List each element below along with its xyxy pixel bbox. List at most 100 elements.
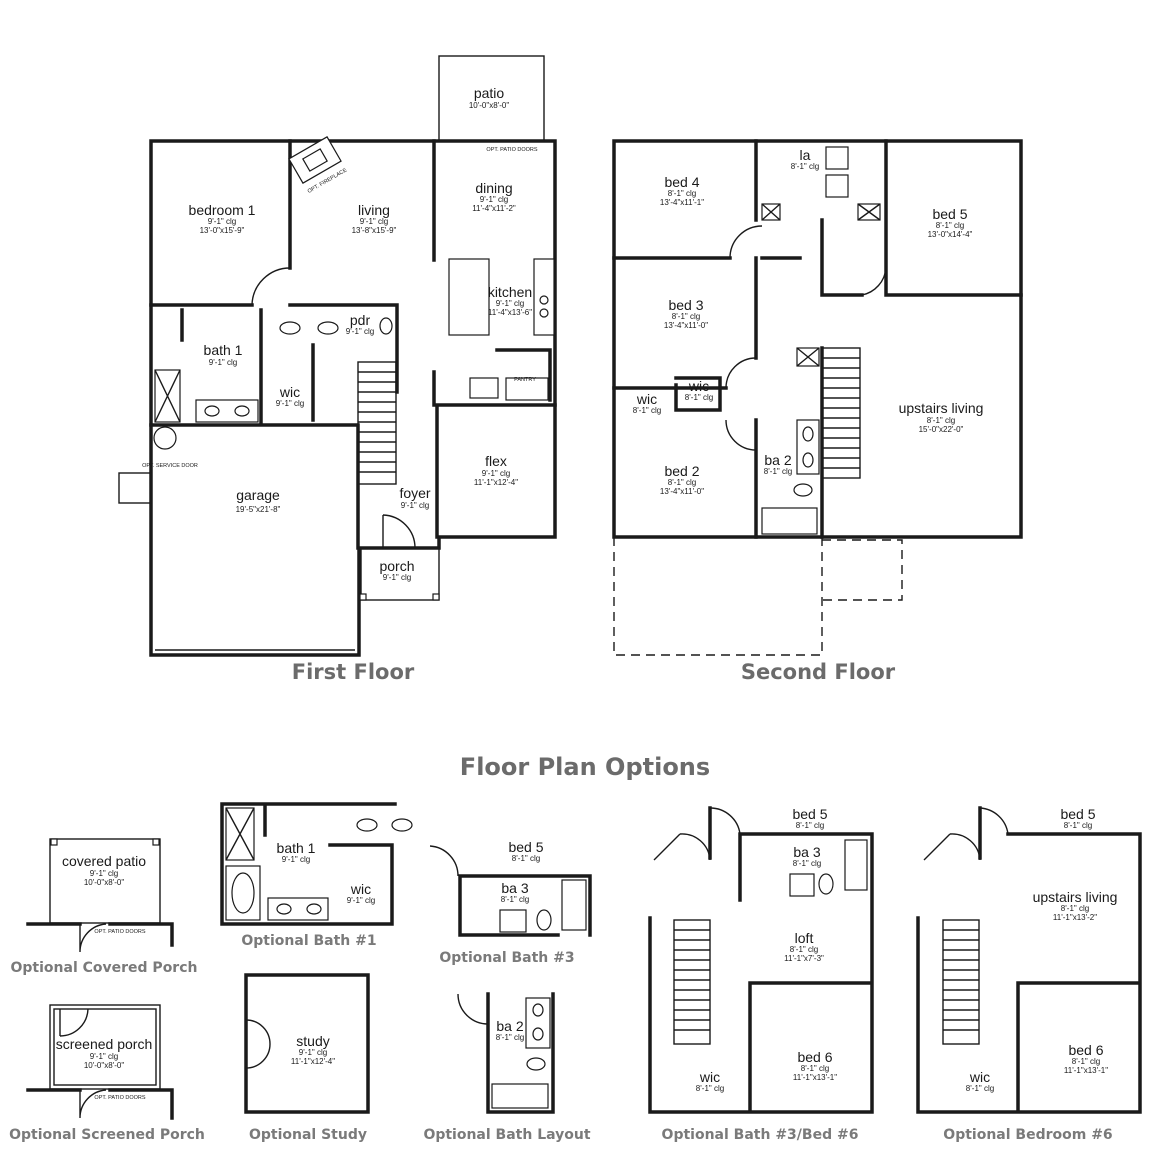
option-bedroom6-bed5-name: bed 5 xyxy=(1060,806,1095,822)
room-ceiling-flex: 9'-1" clg xyxy=(482,469,510,478)
toilet-icon xyxy=(279,321,301,335)
option-bath3-bed6-stairs xyxy=(673,919,711,1045)
room-ceiling-bath1: 9'-1" clg xyxy=(209,358,237,367)
pdr-sink-icon xyxy=(379,317,393,335)
option-bedroom6-upstairs-name: upstairs living xyxy=(1033,889,1118,905)
option-bedroom6-wic-ceiling: 8'-1" clg xyxy=(966,1084,994,1093)
room-name-wic: wic xyxy=(279,384,300,400)
screened-porch-size: 10'-0"x8'-0" xyxy=(84,1061,124,1070)
caption-optional-bath3-bed6: Optional Bath #3/Bed #6 xyxy=(662,1127,859,1143)
second-floor-stairs xyxy=(796,347,861,479)
room-size-dining: 11'-4"x11'-2" xyxy=(472,204,516,213)
ba2-tub xyxy=(761,507,818,535)
sink-icon xyxy=(234,405,250,417)
option-bath1-ceiling: 9'-1" clg xyxy=(282,855,310,864)
room-name-dining: dining xyxy=(475,180,512,196)
room-ceiling-ba2: 8'-1" clg xyxy=(764,467,792,476)
room-ceiling-bed4: 8'-1" clg xyxy=(668,189,696,198)
covered-patio-name: covered patio xyxy=(62,853,146,869)
room-ceiling-bed2: 8'-1" clg xyxy=(668,478,696,487)
option-bath1-wic: wic xyxy=(350,881,371,897)
pantry-shelves xyxy=(505,377,549,401)
kitchen-island xyxy=(448,258,490,336)
option-bath3-name: ba 3 xyxy=(501,880,528,896)
room-ceiling-porch: 9'-1" clg xyxy=(383,573,411,582)
room-name-bath1: bath 1 xyxy=(204,342,243,358)
option-bath3-bed6-ba3-ceiling: 8'-1" clg xyxy=(793,859,821,868)
laundry-washer xyxy=(825,174,849,198)
bedroom1-door-swing xyxy=(251,267,291,306)
room-name-bed3: bed 3 xyxy=(668,297,703,313)
ba3-vanity xyxy=(499,909,527,933)
room-name-bed5: bed 5 xyxy=(932,206,967,222)
option-bath3-ceiling: 8'-1" clg xyxy=(501,895,529,904)
room-size-garage: 19'-5"x21'-8" xyxy=(236,505,281,514)
covered-porch-doors-note: OPT. PATIO DOORS xyxy=(94,929,145,935)
option-bedroom6-upstairs-size: 11'-1"x13'-2" xyxy=(1053,913,1097,922)
room-ceiling-dining: 9'-1" clg xyxy=(480,195,508,204)
toilet-icon xyxy=(526,1057,546,1071)
option-bedroom6-bed6-ceiling: 8'-1" clg xyxy=(1072,1057,1100,1066)
option-loft-name: loft xyxy=(795,930,814,946)
second-floor-exterior-walls xyxy=(612,139,1023,539)
floor-plan-options-title: Floor Plan Options xyxy=(460,753,710,781)
room-name-bed2: bed 2 xyxy=(664,463,699,479)
toilet-icon xyxy=(793,483,813,497)
room-size-living: 13'-8"x15'-9" xyxy=(352,226,397,235)
first-floor-title: First Floor xyxy=(292,660,415,684)
ba2-tub xyxy=(491,1083,549,1109)
option-bedroom6-wic-name: wic xyxy=(969,1069,990,1085)
room-name-wic2: wic xyxy=(688,378,709,394)
option-study-name: study xyxy=(296,1033,329,1049)
toilet-icon xyxy=(356,818,378,832)
option-bath3-bed6-bed5-name: bed 5 xyxy=(792,806,827,822)
first-floor-stairs xyxy=(357,361,397,485)
note-patio-doors: OPT. PATIO DOORS xyxy=(486,147,537,153)
room-size-upstairs-living: 15'-0"x22'-0" xyxy=(919,425,964,434)
option-bedroom6-bed5-ceiling: 8'-1" clg xyxy=(1064,821,1092,830)
room-ceiling-kitchen: 9'-1" clg xyxy=(496,299,524,308)
option-bath3-bed6-bed6-ceiling: 8'-1" clg xyxy=(801,1064,829,1073)
option-bath-layout: ba 2 8'-1" clg Optional Bath Layout xyxy=(423,992,591,1143)
second-floor-title: Second Floor xyxy=(741,660,896,684)
option-bath-layout-name: ba 2 xyxy=(496,1018,523,1034)
room-ceiling-wic1: 8'-1" clg xyxy=(633,406,661,415)
bed3-door-swing xyxy=(725,357,757,389)
option-bath-layout-ceiling: 8'-1" clg xyxy=(496,1033,524,1042)
room-name-bedroom1: bedroom 1 xyxy=(189,202,256,218)
room-name-la: la xyxy=(800,147,811,163)
water-heater-icon xyxy=(153,426,177,450)
option-bedroom6-bed6-size: 11'-1"x13'-1" xyxy=(1064,1066,1108,1075)
porch-post xyxy=(359,593,367,601)
caption-optional-bath3: Optional Bath #3 xyxy=(439,950,574,966)
room-size-patio: 10'-0"x8'-0" xyxy=(469,101,509,110)
sink-icon xyxy=(802,426,814,442)
caption-covered-porch: Optional Covered Porch xyxy=(11,960,198,976)
sink-icon xyxy=(802,452,814,468)
option-covered-porch: covered patio 9'-1" clg 10'-0"x8'-0" OPT… xyxy=(11,838,198,976)
tub-basin-icon xyxy=(231,872,255,914)
room-name-bed4: bed 4 xyxy=(664,174,699,190)
caption-optional-bedroom6: Optional Bedroom #6 xyxy=(943,1127,1112,1143)
room-name-flex: flex xyxy=(485,453,507,469)
option-bath3-bed6-bed6-name: bed 6 xyxy=(797,1049,832,1065)
sink-icon xyxy=(204,405,220,417)
room-ceiling-living: 9'-1" clg xyxy=(360,217,388,226)
caption-optional-study: Optional Study xyxy=(249,1127,367,1143)
ba3-tub xyxy=(844,839,868,891)
option-bath1-name: bath 1 xyxy=(277,840,316,856)
room-ceiling-bed3: 8'-1" clg xyxy=(672,312,700,321)
second-floor-plan: bed 4 8'-1" clg 13'-4"x11'-1" la 8'-1" c… xyxy=(612,139,1023,684)
option-bath3-bed-name: bed 5 xyxy=(508,839,543,855)
room-size-kitchen: 11'-4"x13'-6" xyxy=(488,308,532,317)
room-name-kitchen: kitchen xyxy=(488,284,532,300)
option-loft-size: 11'-1"x7'-3" xyxy=(784,954,824,963)
option-bath3-bed6: bed 5 8'-1" clg ba 3 8'-1" clg loft 8'-1… xyxy=(648,806,874,1143)
room-ceiling-pdr: 9'-1" clg xyxy=(346,327,374,336)
toilet-icon xyxy=(536,909,552,931)
covered-patio-ceiling: 9'-1" clg xyxy=(90,869,118,878)
porch-outline xyxy=(360,547,440,601)
option-bath1: bath 1 9'-1" clg wic 9'-1" clg Optional … xyxy=(220,802,413,949)
option-bath3-bed6-wic-ceiling: 8'-1" clg xyxy=(696,1084,724,1093)
